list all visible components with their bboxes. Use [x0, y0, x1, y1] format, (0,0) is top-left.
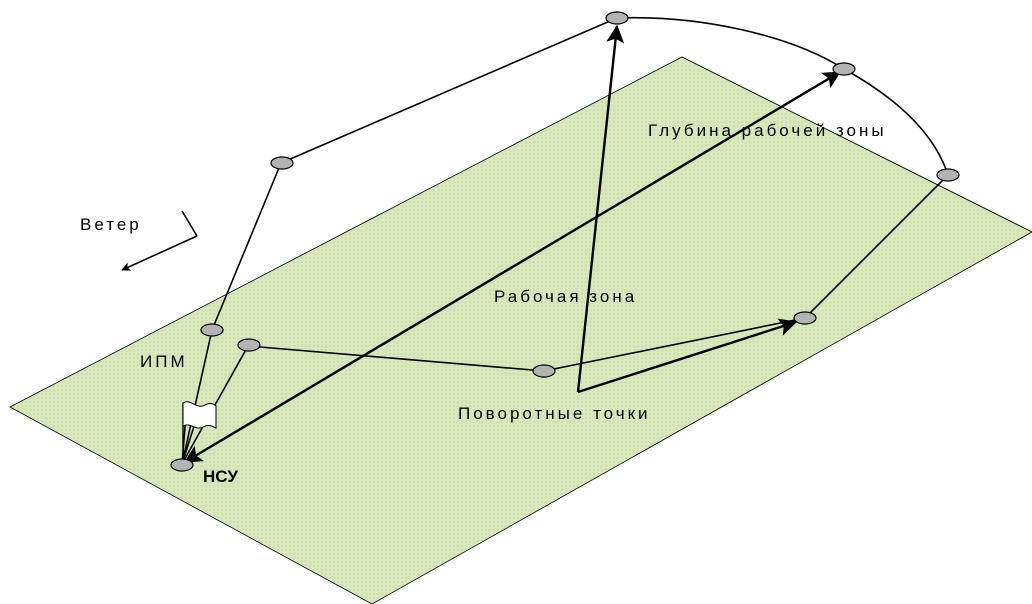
node-nsu	[170, 458, 194, 472]
node-turn-right	[793, 311, 817, 325]
node-inner-start	[237, 338, 261, 352]
node-right	[936, 168, 960, 182]
work-zone-label: Рабочая зона	[494, 287, 637, 306]
ipm-label: ИПМ	[140, 352, 188, 371]
node-left-upper	[270, 156, 294, 170]
node-top	[605, 11, 629, 25]
zone-depth-label: Глубина рабочей зоны	[648, 121, 887, 140]
route-arrows	[183, 24, 842, 464]
node-ipm	[200, 323, 224, 337]
turn-points-label: Поворотные точки	[458, 404, 651, 423]
node-turn-mid	[532, 364, 556, 378]
route-arrow-up	[576, 24, 625, 393]
wind-arrow-icon	[121, 210, 198, 271]
nsu-label: НСУ	[203, 467, 238, 486]
route-arrow-nsu-to-depth	[183, 70, 842, 464]
fan-line	[181, 419, 197, 465]
flag-icon	[182, 401, 217, 460]
nodes	[170, 11, 960, 472]
wind-label: Ветер	[80, 215, 142, 234]
route-arrow-right	[577, 318, 798, 394]
node-depth	[832, 62, 856, 76]
